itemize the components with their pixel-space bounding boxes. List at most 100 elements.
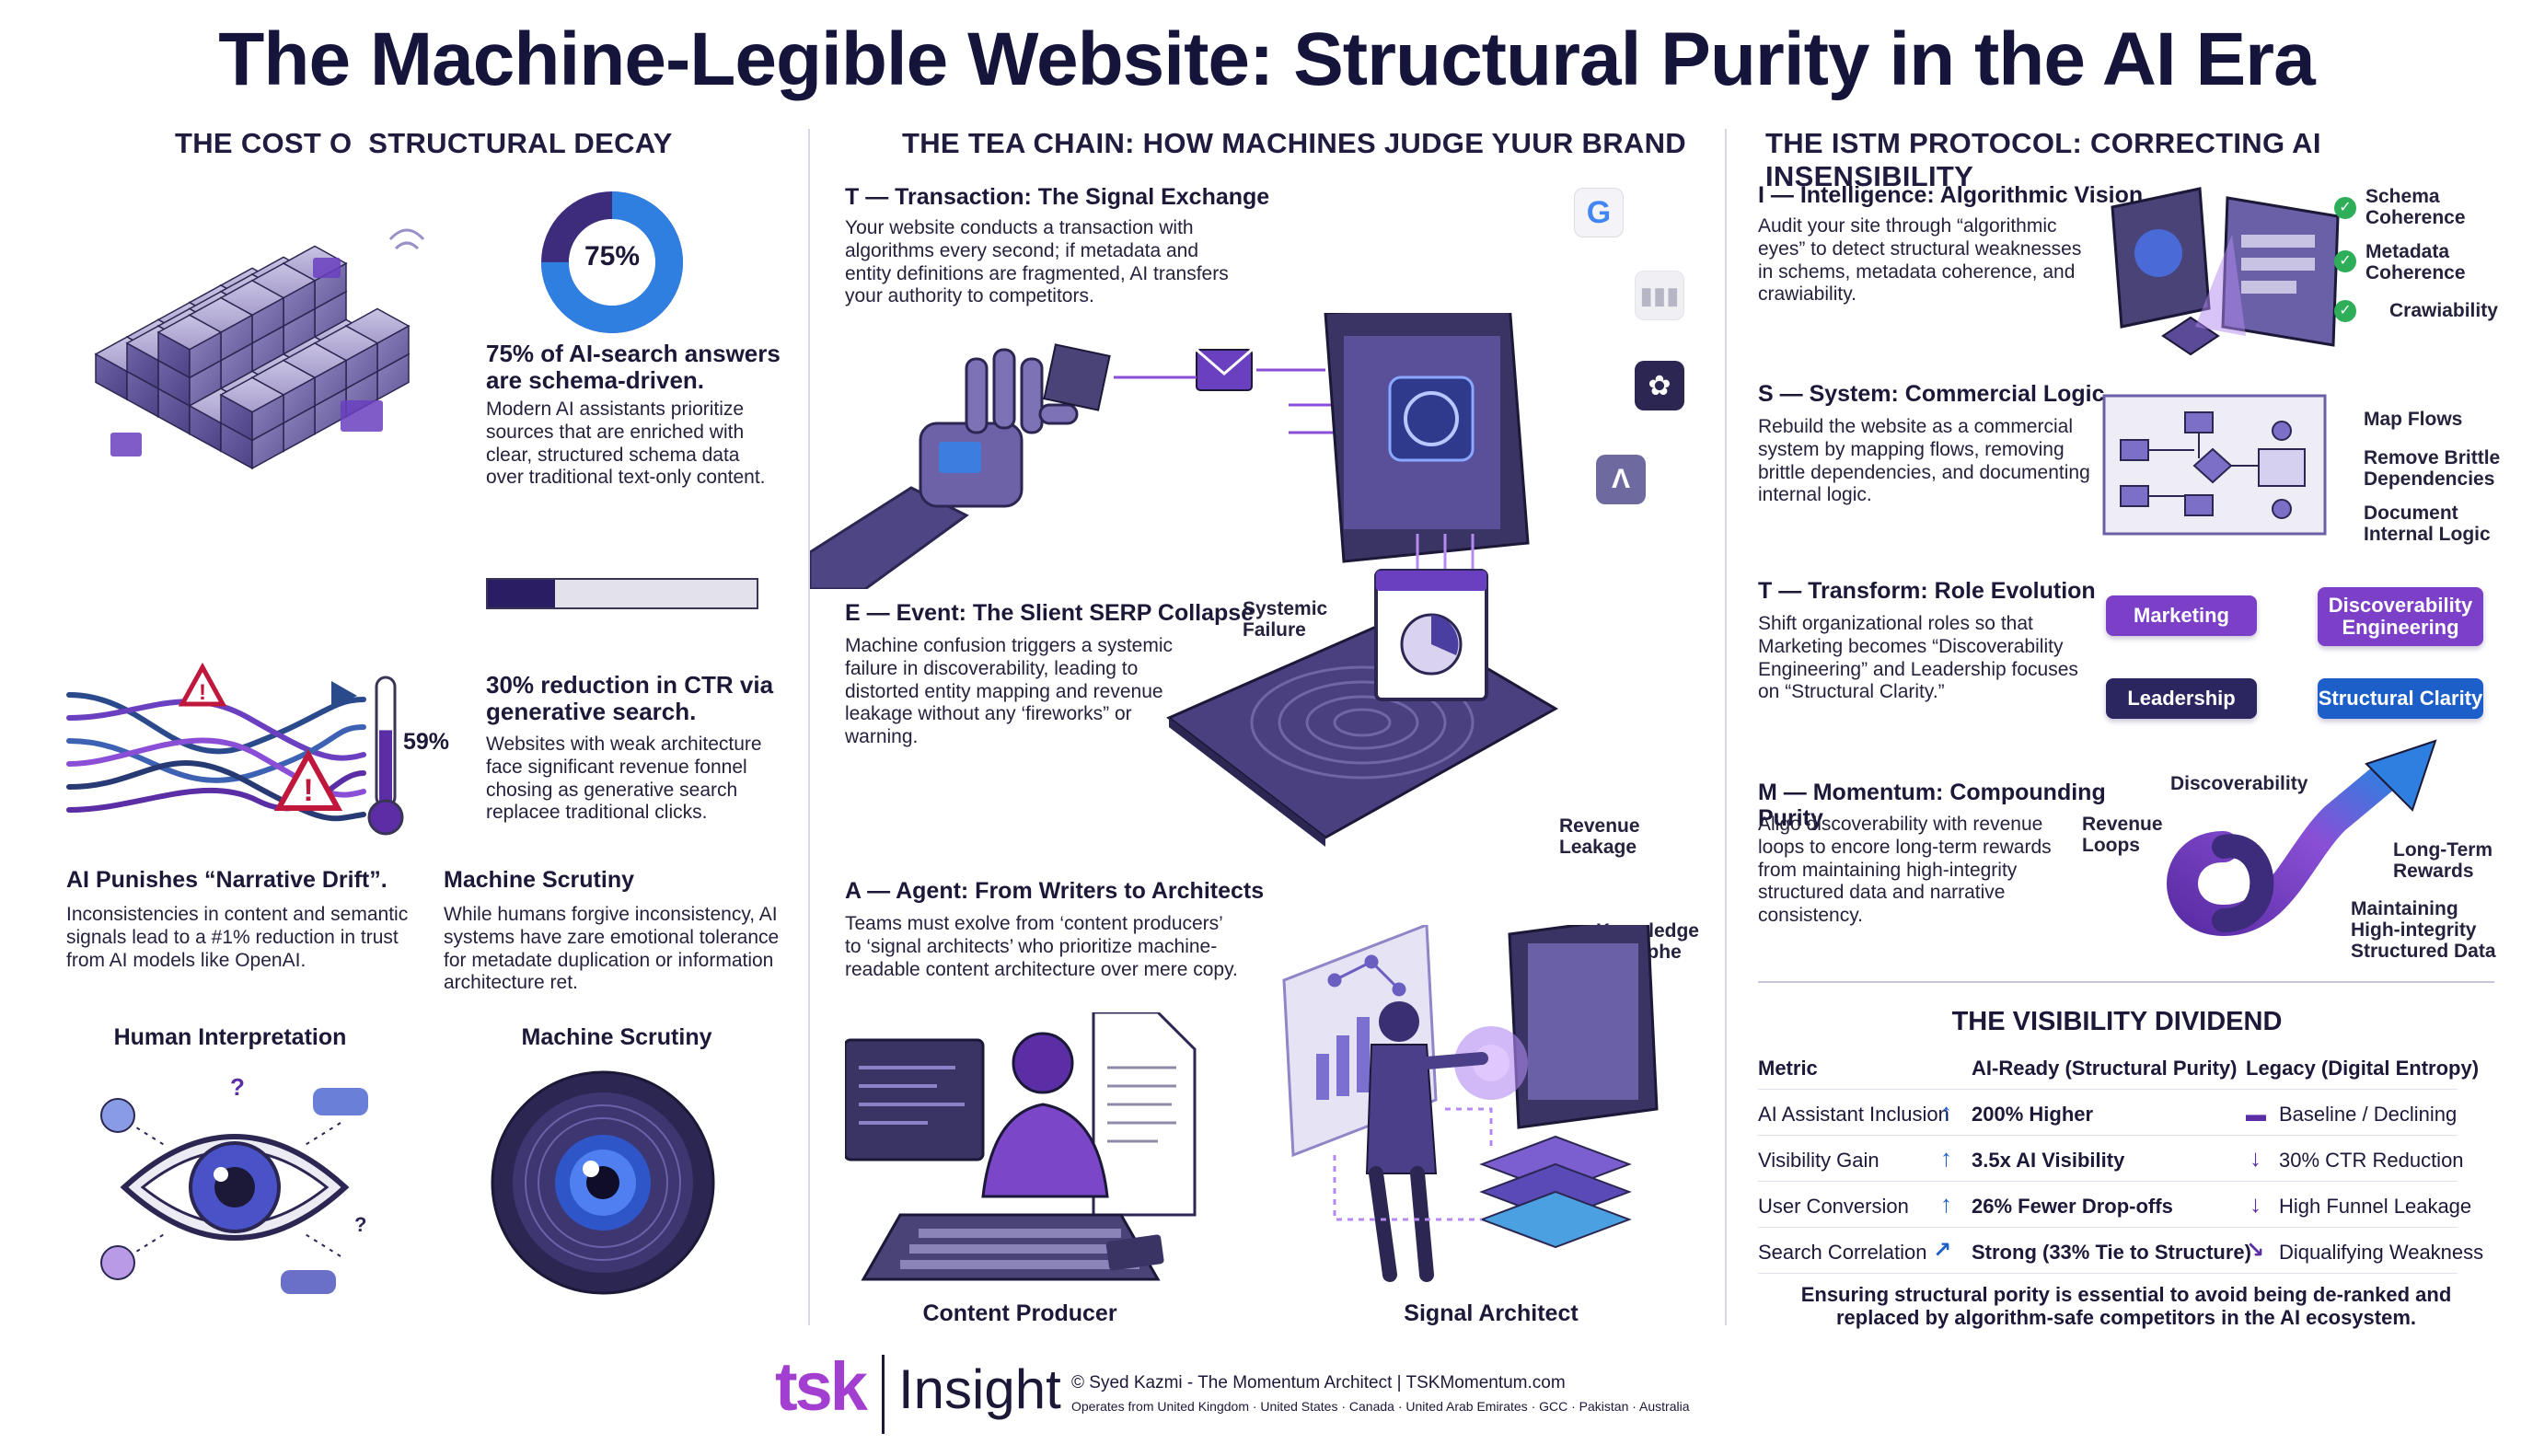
label-systemic-failure: Systemic Failure	[1243, 598, 1328, 641]
arrow-down-icon: ↓	[2250, 1144, 2261, 1172]
footer-credit: © Syed Kazmi - The Momentum Architect | …	[1071, 1373, 1566, 1392]
audio-icon: ▮▮▮	[1635, 271, 1684, 320]
system-flow-diagram	[2102, 394, 2327, 536]
anthropic-icon: Λ	[1596, 455, 1646, 504]
label-map-flows: Map Flows	[2364, 409, 2463, 430]
robot-hand-monitor-illustration	[810, 313, 1530, 589]
check-label-crawiability: Crawiability	[2389, 300, 2498, 321]
table-cell-metric: Search Correlation	[1758, 1241, 1927, 1264]
footer-logo: tsk	[775, 1348, 868, 1425]
table-cell-metric: User Conversion	[1758, 1195, 1909, 1218]
footer-brand: Insight	[898, 1358, 1061, 1420]
content-producer-illustration	[845, 1012, 1197, 1281]
column-divider-1	[808, 129, 810, 1325]
table-row: Search Correlation ↗ Strong (33% Tie to …	[1758, 1233, 2483, 1274]
trend-down-icon: ↘	[2246, 1238, 2265, 1263]
table-header-legacy: Legacy (Digital Entropy)	[2246, 1057, 2480, 1080]
svg-text:!: !	[199, 680, 206, 705]
drift-body: Inconsistencies in content and semantic …	[66, 904, 409, 971]
ctr-thermometer-gauge	[367, 676, 404, 836]
tea-e-body: Machine confusion triggers a systemic fa…	[845, 635, 1173, 748]
istm-i-body: Audit your site through “algorithmic eye…	[1758, 215, 2082, 306]
stat1-heading: 75% of AI-search answers are schema-driv…	[486, 340, 781, 395]
table-header-metric: Metric	[1758, 1057, 1818, 1080]
label-revenue-loops: Revenue Loops	[2082, 814, 2163, 857]
table-row: AI Assistant Inclusion ↑ 200% Higher ▬ B…	[1758, 1095, 2458, 1136]
table-title: THE VISIBILITY DIVIDEND	[1951, 1007, 2283, 1036]
caption-human-interpretation: Human Interpretation	[113, 1024, 347, 1050]
pill-structural-clarity: Structural Clarity	[2318, 678, 2483, 719]
arrow-up-icon: ↑	[1940, 1190, 1952, 1218]
table-top-divider	[1758, 981, 2494, 983]
istm-s-heading: S — System: Commercial Logic	[1758, 381, 2105, 407]
istm-i-heading: I — Intelligence: Algorithmic Vision	[1758, 182, 2144, 208]
check-icon-3: ✓	[2334, 300, 2356, 322]
schema-progress-fill	[488, 580, 555, 607]
col2-heading: THE TEA CHAIN: HOW MACHINES JUDGE YUUR B…	[902, 127, 1686, 159]
table-header-row: Metric AI-Ready (Structural Purity) Lega…	[1758, 1049, 2479, 1090]
footer-locations: Operates from United Kingdom · United St…	[1071, 1399, 1690, 1414]
check-icon-1: ✓	[2334, 197, 2356, 219]
table-cell-legacy: Diqualifying Weakness	[2279, 1241, 2484, 1264]
table-cell-ready: Strong (33% Tie to Structure)	[1972, 1241, 2251, 1264]
table-note: Ensuring structural pority is essential …	[1800, 1283, 2452, 1330]
pill-marketing: Marketing	[2106, 595, 2257, 636]
stat2-body: Websites with weak architecture face sig…	[486, 734, 762, 824]
label-remove-brittle: Remove Brittle Dependencies	[2364, 447, 2501, 491]
machine-eye-icon	[491, 1070, 715, 1295]
svg-text:?: ?	[354, 1213, 366, 1236]
table-cell-ready: 3.5x AI Visibility	[1972, 1149, 2125, 1172]
table-cell-ready: 26% Fewer Drop-offs	[1972, 1195, 2173, 1218]
drift-heading: AI Punishes “Narrative Drift”.	[66, 867, 387, 893]
pill-discoverability-engineering: Discoverability Engineering	[2318, 587, 2483, 646]
page-title: The Machine-Legible Website: Structural …	[218, 17, 2315, 101]
label-long-term-rewards: Long-Term Rewards	[2393, 839, 2493, 883]
decaying-cubes-illustration	[94, 228, 425, 470]
pill-leadership: Leadership	[2106, 678, 2257, 719]
scrutiny-body: While humans forgive inconsistency, AI s…	[444, 904, 780, 994]
label-discoverability: Discoverability	[2170, 773, 2308, 794]
serp-collapse-platform	[1166, 569, 1559, 847]
istm-m-body: Aligo discoverability with revenue loops…	[1758, 814, 2052, 927]
trend-up-icon: ↗	[1933, 1238, 1952, 1263]
label-revenue-leakage: Revenue Leakage	[1559, 815, 1640, 859]
table-cell-ready: 200% Higher	[1972, 1103, 2094, 1126]
table-row: Visibility Gain ↑ 3.5x AI Visibility ↓ 3…	[1758, 1141, 2464, 1182]
table-cell-metric: Visibility Gain	[1758, 1149, 1880, 1172]
check-label-schema: Schema Coherence	[2365, 186, 2466, 229]
caption-signal-architect: Signal Architect	[1404, 1300, 1579, 1326]
algorithmic-vision-illustration	[2111, 187, 2340, 356]
istm-t-body: Shift organizational roles so that Marke…	[1758, 613, 2078, 703]
tea-a-body: Teams must exolve from ‘content producer…	[845, 913, 1238, 980]
tea-e-heading: E — Event: The Slient SERP Collapse	[845, 600, 1255, 626]
istm-m-heading: M — Momentum: Compounding Purity	[1758, 780, 2106, 831]
check-label-metadata: Metadata Coherence	[2365, 241, 2466, 284]
caption-machine-scrutiny: Machine Scrutiny	[521, 1024, 712, 1050]
table-cell-legacy: Baseline / Declining	[2279, 1103, 2458, 1126]
table-cell-metric: AI Assistant Inclusion	[1758, 1103, 1949, 1126]
label-document-logic: Document Internal Logic	[2364, 503, 2491, 546]
arrow-up-icon: ↑	[1940, 1144, 1952, 1172]
dash-icon: ▬	[2246, 1103, 2266, 1126]
table-cell-legacy: 30% CTR Reduction	[2279, 1149, 2464, 1172]
tea-t-body: Your website conducts a transaction with…	[845, 217, 1229, 307]
openai-icon: ✿	[1635, 361, 1684, 410]
istm-t-heading: T — Transform: Role Evolution	[1758, 578, 2096, 604]
signal-architect-illustration	[1282, 925, 1659, 1282]
google-icon: G	[1574, 188, 1624, 237]
istm-s-body: Rebuild the website as a commercial syst…	[1758, 416, 2090, 506]
human-eye-icon: ? ?	[100, 1073, 368, 1294]
schema-progress-bar	[486, 578, 758, 609]
stat2-heading: 30% reduction in CTR via generative sear…	[486, 671, 774, 726]
donut-percent-label: 75%	[584, 241, 641, 272]
scrutiny-heading: Machine Scrutiny	[444, 867, 634, 893]
gauge-percent-label: 59%	[403, 729, 450, 755]
caption-content-producer: Content Producer	[922, 1300, 1117, 1326]
col3-heading: THE ISTM PROTOCOL: CORRECTING AI INSENSI…	[1765, 127, 2321, 192]
arrow-up-icon: ↑	[1940, 1098, 1952, 1126]
label-maintaining-integrity: Maintaining High-integrity Structured Da…	[2351, 898, 2496, 963]
arrow-down-icon: ↓	[2250, 1190, 2261, 1218]
tangled-signals-illustration: ! !	[66, 663, 366, 822]
table-row: User Conversion ↑ 26% Fewer Drop-offs ↓ …	[1758, 1187, 2471, 1228]
table-cell-legacy: High Funnel Leakage	[2279, 1195, 2472, 1218]
